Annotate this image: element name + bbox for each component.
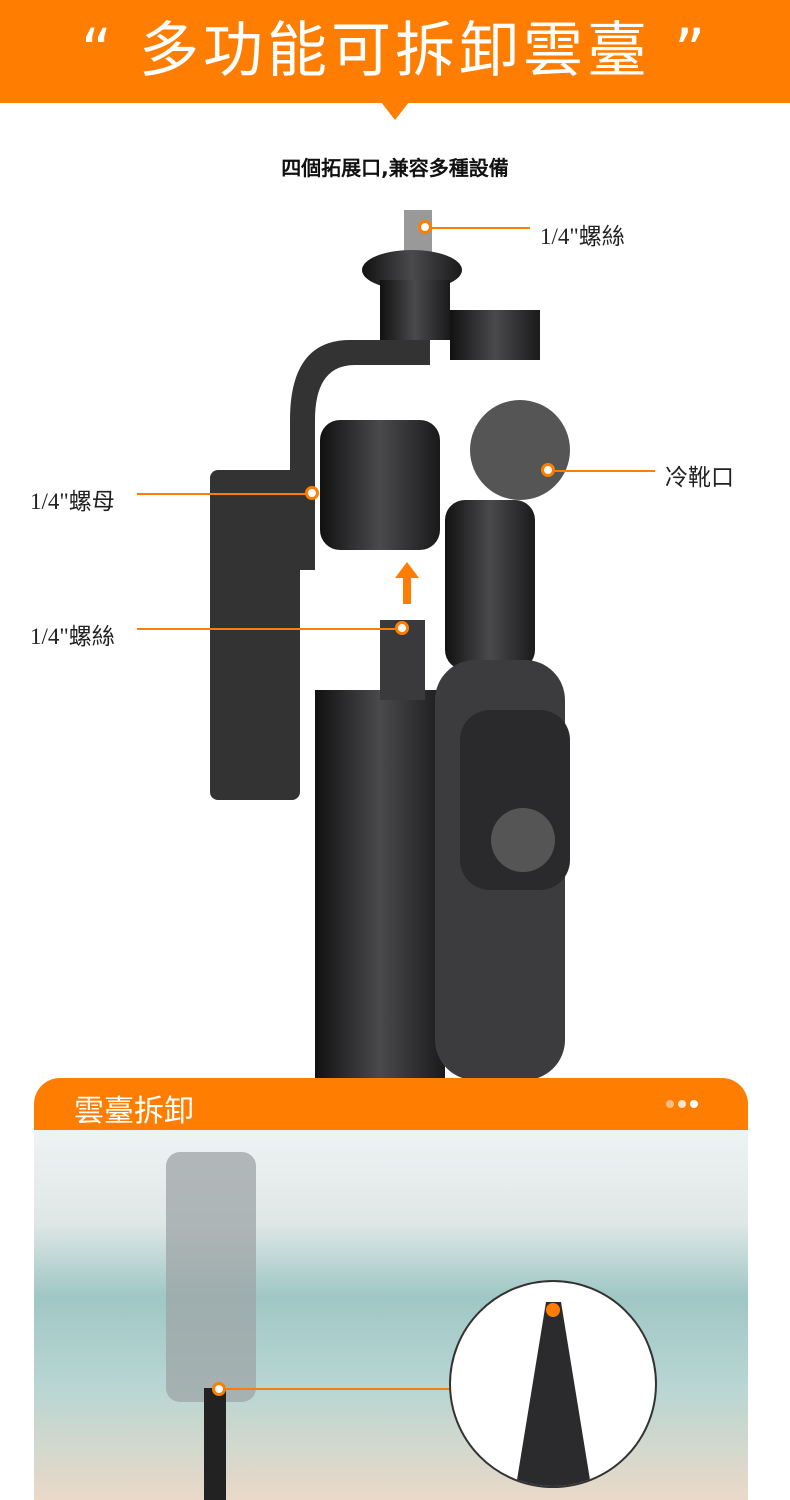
callout-dot <box>305 486 319 500</box>
title-banner: “ 多功能可拆卸雲臺 ” <box>0 0 790 103</box>
callout-nut: 1/4"螺母 <box>30 489 115 514</box>
card-header: 雲臺拆卸 <box>34 1078 748 1130</box>
pager-dots <box>666 1100 698 1108</box>
up-arrow-icon <box>395 562 419 604</box>
callout-top-screw: 1/4"螺絲 <box>540 224 625 249</box>
camera-image <box>166 1152 256 1402</box>
boat-scene-image <box>34 1130 748 1500</box>
zoom-detail-circle <box>449 1280 657 1488</box>
callout-dot <box>212 1382 226 1396</box>
callout-bottom-screw: 1/4"螺絲 <box>30 624 115 649</box>
banner-pointer <box>381 102 409 120</box>
callout-dot <box>418 220 432 234</box>
stick-image <box>204 1388 226 1500</box>
subtitle: 四個拓展口,兼容多種設備 <box>281 156 509 180</box>
callout-cold-shoe: 冷靴口 <box>665 465 734 490</box>
callout-dot <box>395 621 409 635</box>
detach-card: 雲臺拆卸 <box>34 1078 748 1500</box>
banner-title: “ 多功能可拆卸雲臺 ” <box>80 16 710 86</box>
card-title: 雲臺拆卸 <box>74 1094 194 1129</box>
callout-dot <box>541 463 555 477</box>
tripod-gimbal-image <box>210 210 570 1080</box>
